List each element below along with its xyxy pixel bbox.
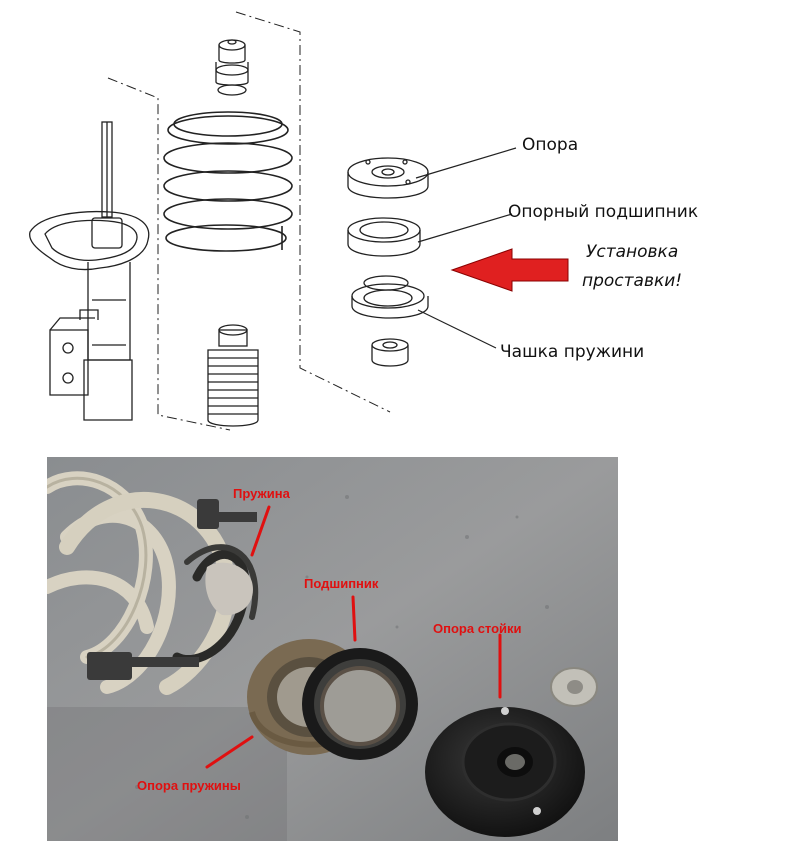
bump-stop-top bbox=[215, 39, 249, 96]
label-mount: Опора bbox=[522, 135, 579, 155]
washer-photo bbox=[550, 667, 598, 707]
label-bearing: Опорный подшипник bbox=[508, 202, 699, 222]
strut-body bbox=[29, 121, 150, 421]
spring-compressor bbox=[87, 499, 257, 680]
bearing-photo bbox=[302, 648, 418, 760]
photo-label-spring: Пружина bbox=[233, 486, 290, 501]
top-mount bbox=[347, 157, 429, 199]
photo-label-spring-seat: Опора пружины bbox=[137, 778, 241, 793]
photo-label-strut-mount: Опора стойки bbox=[433, 621, 522, 636]
strut-exploded-diagram bbox=[29, 11, 569, 431]
parts-photo bbox=[47, 457, 618, 841]
label-spring-cup: Чашка пружини bbox=[500, 342, 645, 362]
bump-stop-small bbox=[371, 338, 409, 367]
bearing-part bbox=[347, 217, 421, 257]
note-spacer-line2: проставки! bbox=[582, 271, 683, 291]
strut-mount-photo bbox=[425, 707, 585, 837]
red-arrow bbox=[450, 248, 569, 292]
coil-spring bbox=[163, 111, 293, 252]
dust-boot bbox=[207, 324, 259, 427]
note-spacer-line1: Установка bbox=[586, 242, 679, 262]
spring-photo bbox=[47, 471, 259, 695]
spring-cup bbox=[351, 275, 429, 319]
photo-label-bearing: Подшипник bbox=[304, 576, 379, 591]
